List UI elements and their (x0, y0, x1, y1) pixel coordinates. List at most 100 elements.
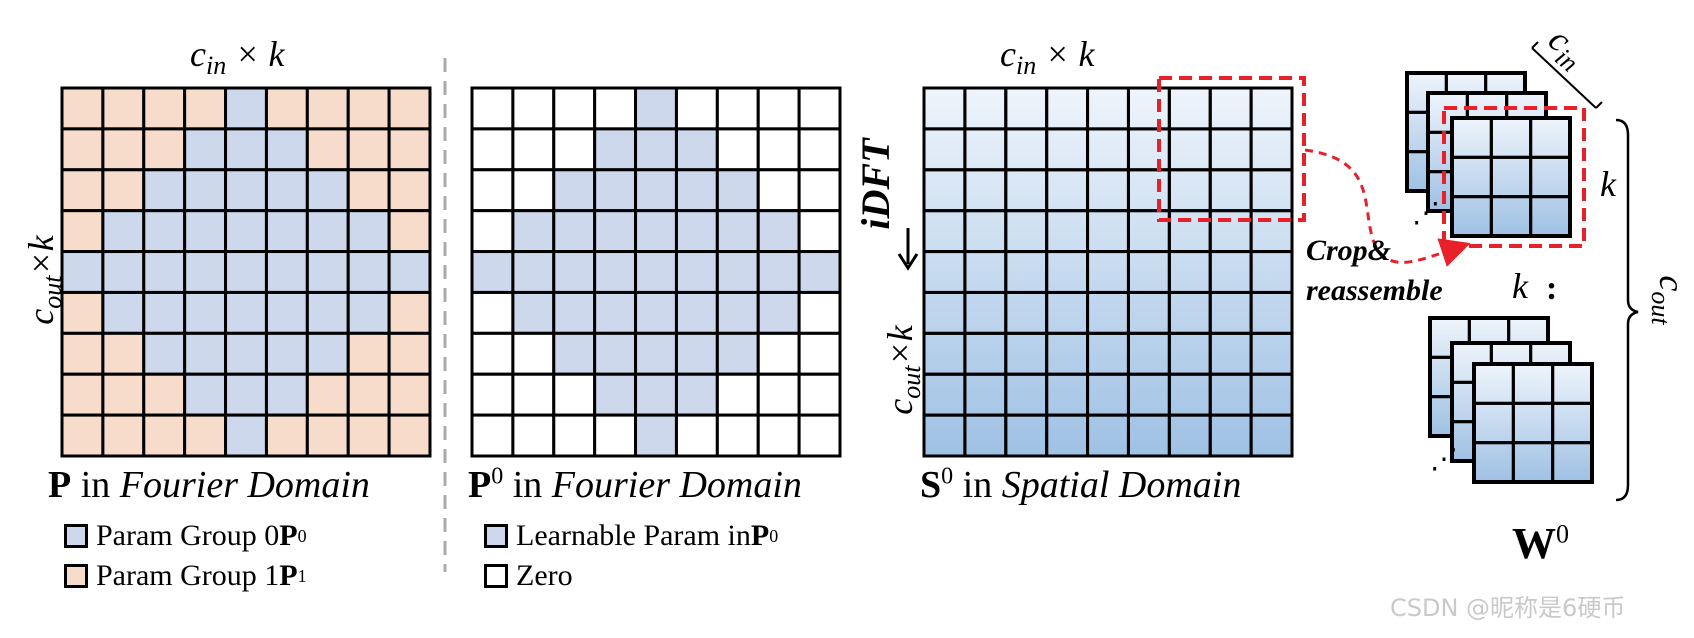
p-caption-word: in (71, 464, 120, 506)
p-grid-cell (387, 290, 432, 335)
p-grid-cell (101, 413, 146, 458)
p-legend-0-swatch (64, 524, 88, 548)
p0-grid-cell (593, 168, 638, 213)
p0-grid-cell (593, 331, 638, 376)
p-grid-cell (305, 250, 350, 294)
p-grid-cell (183, 331, 228, 376)
p0-grid-cell (552, 250, 597, 294)
s0-caption-sup: 0 (941, 463, 954, 490)
p0-grid-cell (756, 413, 801, 458)
p-grid-cell (183, 127, 228, 172)
p-grid-cell (224, 250, 268, 294)
p0-grid-cell (674, 372, 719, 417)
p-grid-cell (346, 372, 391, 417)
spatial-grid-s0 (922, 86, 1294, 458)
w0-k-right: k (1600, 164, 1616, 204)
p0-grid-cell (470, 168, 515, 213)
p-grid-cell (264, 86, 309, 131)
p-grid-cell (264, 250, 309, 294)
p0-grid-cell (511, 290, 556, 335)
p-grid-cell (101, 372, 146, 417)
w0-caption-sup: 0 (1556, 519, 1569, 549)
p0-grid-cell (552, 86, 597, 131)
p0-grid-cell (634, 372, 678, 417)
w0-k-mid: k (1512, 266, 1528, 306)
s0-top-dim-var: c (1000, 34, 1016, 74)
p-grid-cell (224, 372, 268, 417)
w0-caption: W0 (1512, 519, 1569, 566)
p0-grid-cell (797, 290, 842, 335)
p-grid-cell (60, 168, 105, 213)
p-grid-cell (346, 331, 391, 376)
p-caption: P in Fourier Domain (48, 466, 370, 504)
p0-grid-cell (470, 127, 515, 172)
p-grid-cell (305, 86, 350, 131)
p0-grid-cell (470, 290, 515, 335)
p-top-dim-var: c (190, 34, 206, 74)
p0-grid-cell (674, 209, 719, 254)
p-grid-cell (346, 209, 391, 254)
p-grid-cell (101, 127, 146, 172)
p-grid-cell (224, 209, 268, 254)
p-grid-cell (60, 127, 105, 172)
p-grid-cell (224, 413, 268, 458)
p-grid-cell (305, 372, 350, 417)
kernel-block (1472, 362, 1594, 484)
p0-grid-cell (756, 209, 801, 254)
s0-side-dim-rest: ×k (880, 325, 920, 366)
kernel-cell (1551, 441, 1594, 484)
p0-grid-cell (470, 250, 515, 294)
kernel-block (1450, 116, 1572, 238)
p-legend-1-symbol: P (279, 559, 298, 592)
p0-caption-symbol: P (468, 464, 492, 506)
dots-top: ⋰ (1412, 198, 1440, 229)
p-grid-cell (346, 413, 391, 458)
p-top-dim-rest: × k (226, 34, 285, 74)
p0-grid-cell (674, 127, 719, 172)
fourier-grid-p0 (470, 86, 842, 458)
w0-out-sub: out (1645, 291, 1675, 325)
p0-grid-cell (756, 127, 801, 172)
p0-grid-cell (634, 168, 678, 213)
w0-out-var: c (1652, 275, 1692, 292)
s0-caption-symbol: S (920, 464, 942, 506)
p0-grid-cell (674, 331, 719, 376)
crop-box (1157, 76, 1306, 222)
p0-grid-cell (552, 168, 597, 213)
p-grid-cell (183, 413, 228, 458)
p0-grid-cell (593, 209, 638, 254)
p-grid-cell (142, 86, 187, 131)
p-grid-cell (142, 413, 187, 458)
p0-legend-1: Zero (484, 561, 573, 591)
s0-side-dim-sub: out (897, 365, 927, 399)
p0-grid-cell (593, 413, 638, 458)
p0-grid-cell (552, 127, 597, 172)
p-grid-cell (60, 372, 105, 417)
p-grid-cell (387, 86, 432, 131)
p0-legend-0-label: Learnable Param in (516, 519, 751, 552)
p-grid-cell (183, 168, 228, 213)
p-top-dim: cin × k (190, 34, 285, 79)
p0-grid-cell (634, 290, 678, 335)
p-legend-0-label: Param Group 0 (96, 519, 280, 552)
p-grid-cell (387, 127, 432, 172)
p0-grid-cell (797, 331, 842, 376)
p0-grid-cell (470, 86, 515, 131)
p0-grid-cell (552, 413, 597, 458)
p0-grid-cell (674, 168, 719, 213)
p0-grid-cell (511, 127, 556, 172)
p0-grid-cell (715, 168, 760, 213)
p-grid-cell (224, 290, 268, 335)
p0-legend-1-label: Zero (516, 559, 573, 592)
p-grid-cell (305, 168, 350, 213)
s0-caption-domain: Spatial Domain (1001, 464, 1242, 506)
p-top-dim-sub: in (205, 51, 227, 81)
p-grid-cell (142, 372, 187, 417)
fourier-grid-p (60, 86, 432, 458)
p0-caption-sup: 0 (491, 463, 504, 490)
p-grid-cell (183, 372, 228, 417)
p-grid-cell (224, 86, 268, 131)
